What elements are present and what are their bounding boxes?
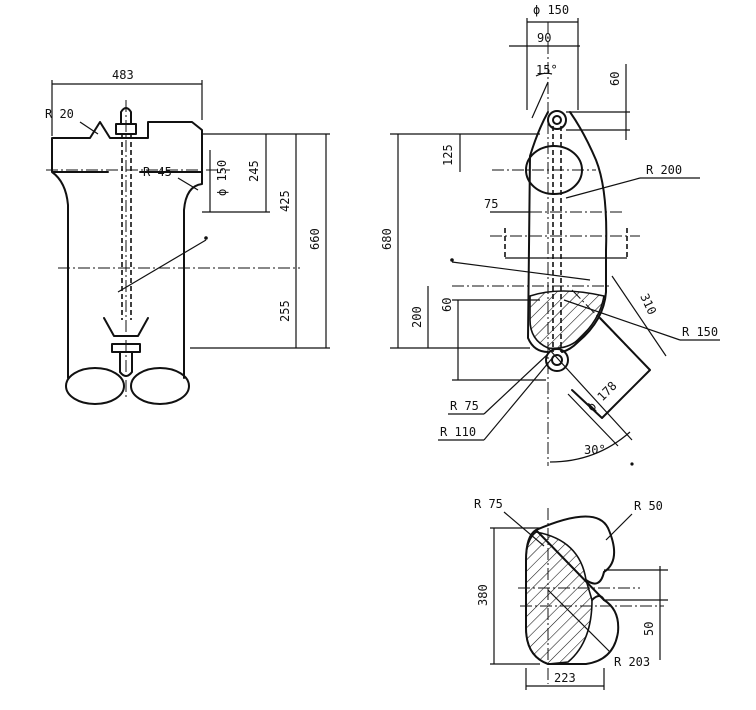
side-dim-60-mid: 60 [440,298,454,312]
front-body-outline [51,121,203,379]
side-top-eye [547,110,567,130]
section-radius-75: R 75 [474,497,503,511]
front-dim-255: 255 [278,300,292,322]
side-view: ϕ 150 90 15° 60 680 125 75 200 60 R 200 … [380,3,720,466]
section-hatched [525,531,593,665]
front-dim-660: 660 [308,228,322,250]
section-dim-380: 380 [476,584,490,606]
front-dim-425: 425 [278,190,292,212]
side-bottom-eye [545,348,569,372]
front-dim-width: 483 [112,68,134,82]
side-dim-200: 200 [410,306,424,328]
side-dia-178: ϕ 178 [584,379,619,414]
side-radius-75: R 75 [450,399,479,413]
side-angle-30: 30° [584,443,606,457]
side-dia-top: ϕ 150 [533,3,569,17]
side-radius-150: R 150 [682,325,718,339]
front-radius-top: R 20 [45,107,74,121]
side-angle-15: 15° [536,63,558,77]
front-bolt [115,107,137,135]
front-pipe-end-right [130,367,190,405]
section-radius-203: R 203 [614,655,650,669]
front-pipe-end-left [65,367,125,405]
front-radius-neck: R 45 [143,165,172,179]
front-dia-pipe: ϕ 150 [215,160,229,196]
side-dim-125: 125 [441,144,455,166]
section-view: R 75 R 50 380 50 R 203 223 [474,497,668,690]
side-radius-110: R 110 [440,425,476,439]
section-dim-50: 50 [642,622,656,636]
section-radius-50: R 50 [634,499,663,513]
side-dim-75: 75 [484,197,498,211]
side-dim-310: 310 [637,291,659,317]
side-dim-60-top: 60 [608,72,622,86]
side-hatched-section [529,290,605,350]
side-radius-200: R 200 [646,163,682,177]
section-dim-223: 223 [554,671,576,685]
side-dim-680: 680 [380,228,394,250]
side-dim-90: 90 [537,31,551,45]
front-view: 483 R 20 R 45 ϕ 150 245 425 255 660 [45,68,330,405]
front-dim-245: 245 [247,160,261,182]
side-body-outline [527,111,608,353]
